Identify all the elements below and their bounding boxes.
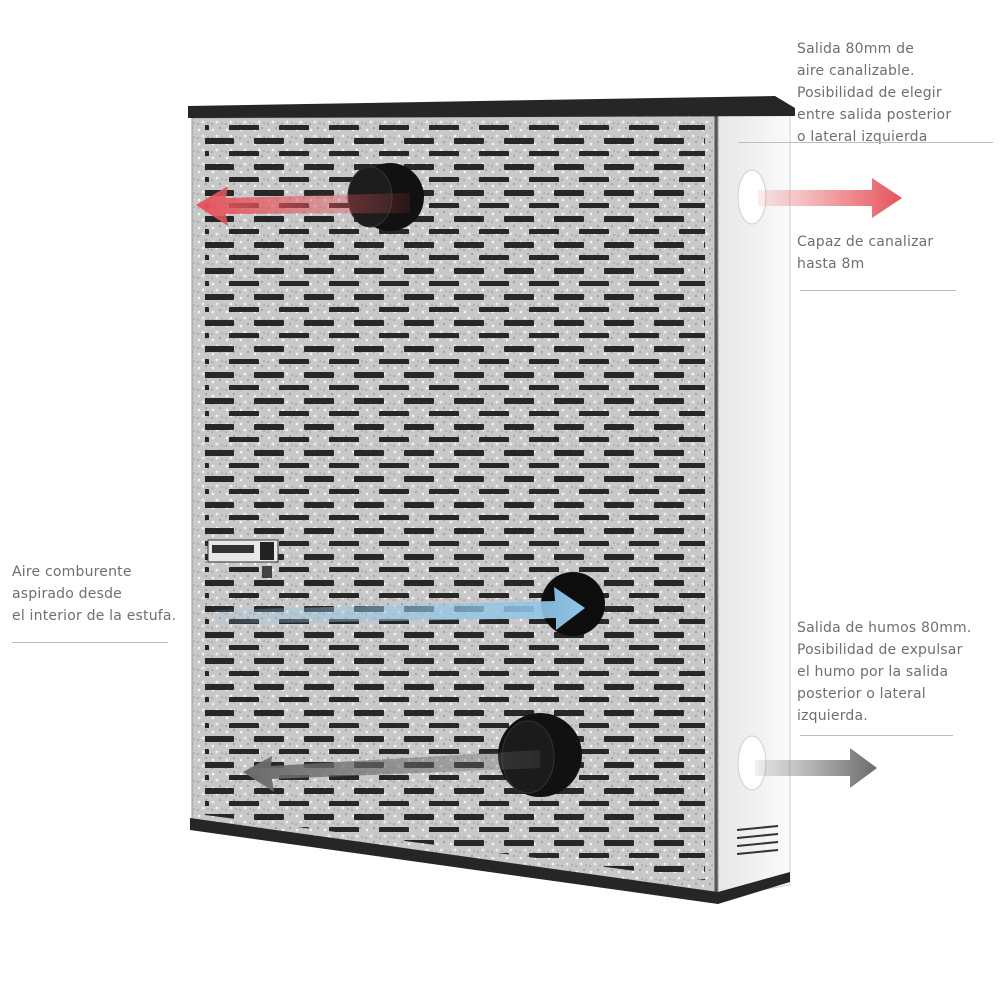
fumes-side-arrow-icon bbox=[755, 748, 877, 788]
label-line: posterior o lateral bbox=[797, 686, 926, 702]
divider bbox=[12, 642, 168, 643]
hot-air-side-arrow-icon bbox=[758, 178, 902, 218]
label-line: aire canalizable. bbox=[797, 63, 915, 79]
label-line: Posibilidad de expulsar bbox=[797, 642, 963, 658]
side-vents bbox=[736, 825, 779, 855]
label-line: el interior de la estufa. bbox=[12, 608, 177, 624]
control-bracket bbox=[207, 539, 279, 578]
label-line: Posibilidad de elegir bbox=[797, 85, 942, 101]
hot-air-arrow-icon bbox=[196, 186, 410, 226]
label-line: Salida de humos 80mm. bbox=[797, 620, 972, 636]
label-line: Aire comburente bbox=[12, 564, 132, 580]
channel-range-label: Capaz de canalizar hasta 8m bbox=[797, 231, 992, 275]
combustion-air-label: Aire comburente aspirado desde el interi… bbox=[12, 561, 202, 627]
label-line: el humo por la salida bbox=[797, 664, 949, 680]
divider bbox=[738, 142, 993, 143]
label-line: o lateral izquierda bbox=[797, 129, 928, 145]
label-line: Salida 80mm de bbox=[797, 41, 915, 57]
fumes-arrow-icon bbox=[243, 750, 540, 792]
top-frame bbox=[188, 96, 795, 118]
label-line: Capaz de canalizar bbox=[797, 234, 934, 250]
label-line: izquierda. bbox=[797, 708, 868, 724]
vent-slots bbox=[205, 125, 705, 880]
combustion-air-arrow-icon bbox=[215, 587, 585, 630]
divider bbox=[800, 735, 953, 736]
hot-air-outlet-label: Salida 80mm de aire canalizable. Posibil… bbox=[797, 38, 992, 148]
label-line: hasta 8m bbox=[797, 256, 865, 272]
label-line: entre salida posterior bbox=[797, 107, 952, 123]
fumes-outlet-label: Salida de humos 80mm. Posibilidad de exp… bbox=[797, 617, 992, 727]
divider bbox=[800, 290, 956, 291]
bottom-frame bbox=[190, 818, 790, 904]
label-line: aspirado desde bbox=[12, 586, 122, 602]
